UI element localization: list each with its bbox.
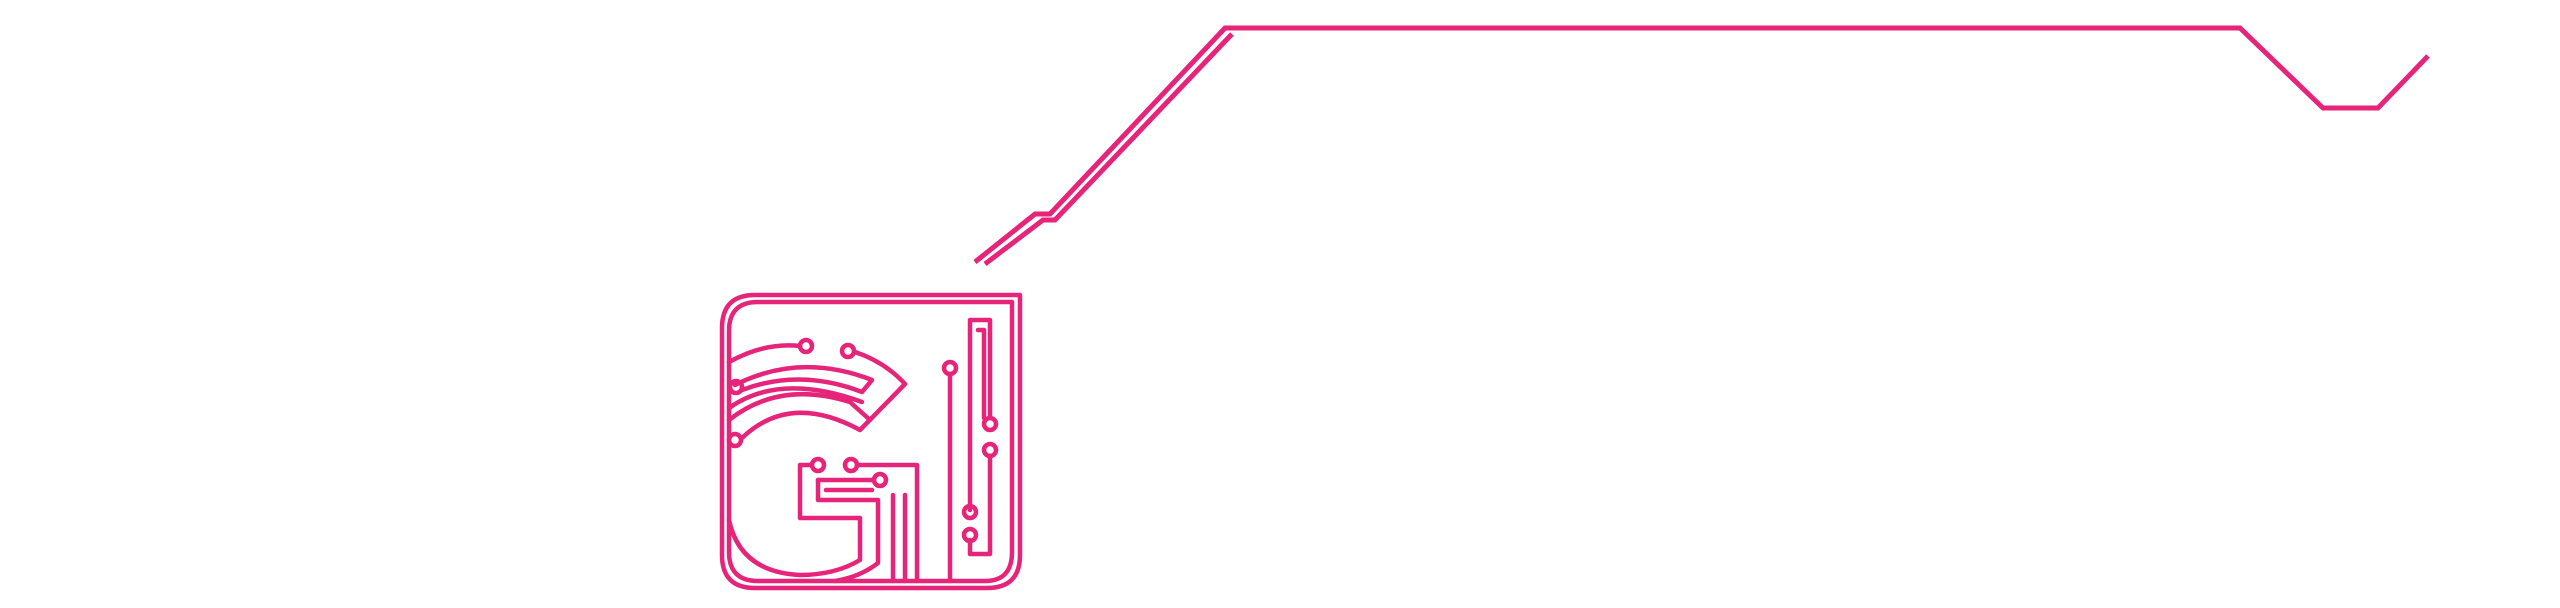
logo-g-body-inner (815, 477, 881, 584)
logo-outer-border (719, 292, 1023, 591)
logo-node-12 (961, 526, 979, 544)
logo-g-arc-2 (732, 364, 875, 395)
logo-node-1 (797, 337, 815, 355)
logo-g-arc-3 (726, 386, 865, 411)
logo-node-5 (809, 456, 827, 474)
frame-inner-trace (983, 32, 1234, 266)
logo-g-arc-1 (726, 343, 803, 365)
logo-node-3 (839, 342, 857, 360)
logo-node-6 (871, 471, 889, 489)
logo-inner-border (726, 299, 1015, 584)
logo-node-4 (726, 431, 744, 449)
logo-node-10 (981, 415, 999, 433)
logo-g-arc-4 (726, 391, 873, 423)
logo-i-trace-4 (975, 327, 987, 421)
logo-g-arc-5 (739, 349, 908, 441)
logo-s-trace-1 (854, 462, 920, 584)
logo-g-body (726, 462, 863, 578)
logo-i-trace-3 (967, 453, 993, 557)
circuit-frame-line (973, 25, 2430, 266)
logo-i-trace-2 (967, 317, 993, 513)
gsi-logo-icon (719, 292, 1023, 591)
frame-main-trace (973, 25, 2430, 264)
logo-node-2 (727, 378, 745, 396)
logo-node-9 (961, 503, 979, 521)
